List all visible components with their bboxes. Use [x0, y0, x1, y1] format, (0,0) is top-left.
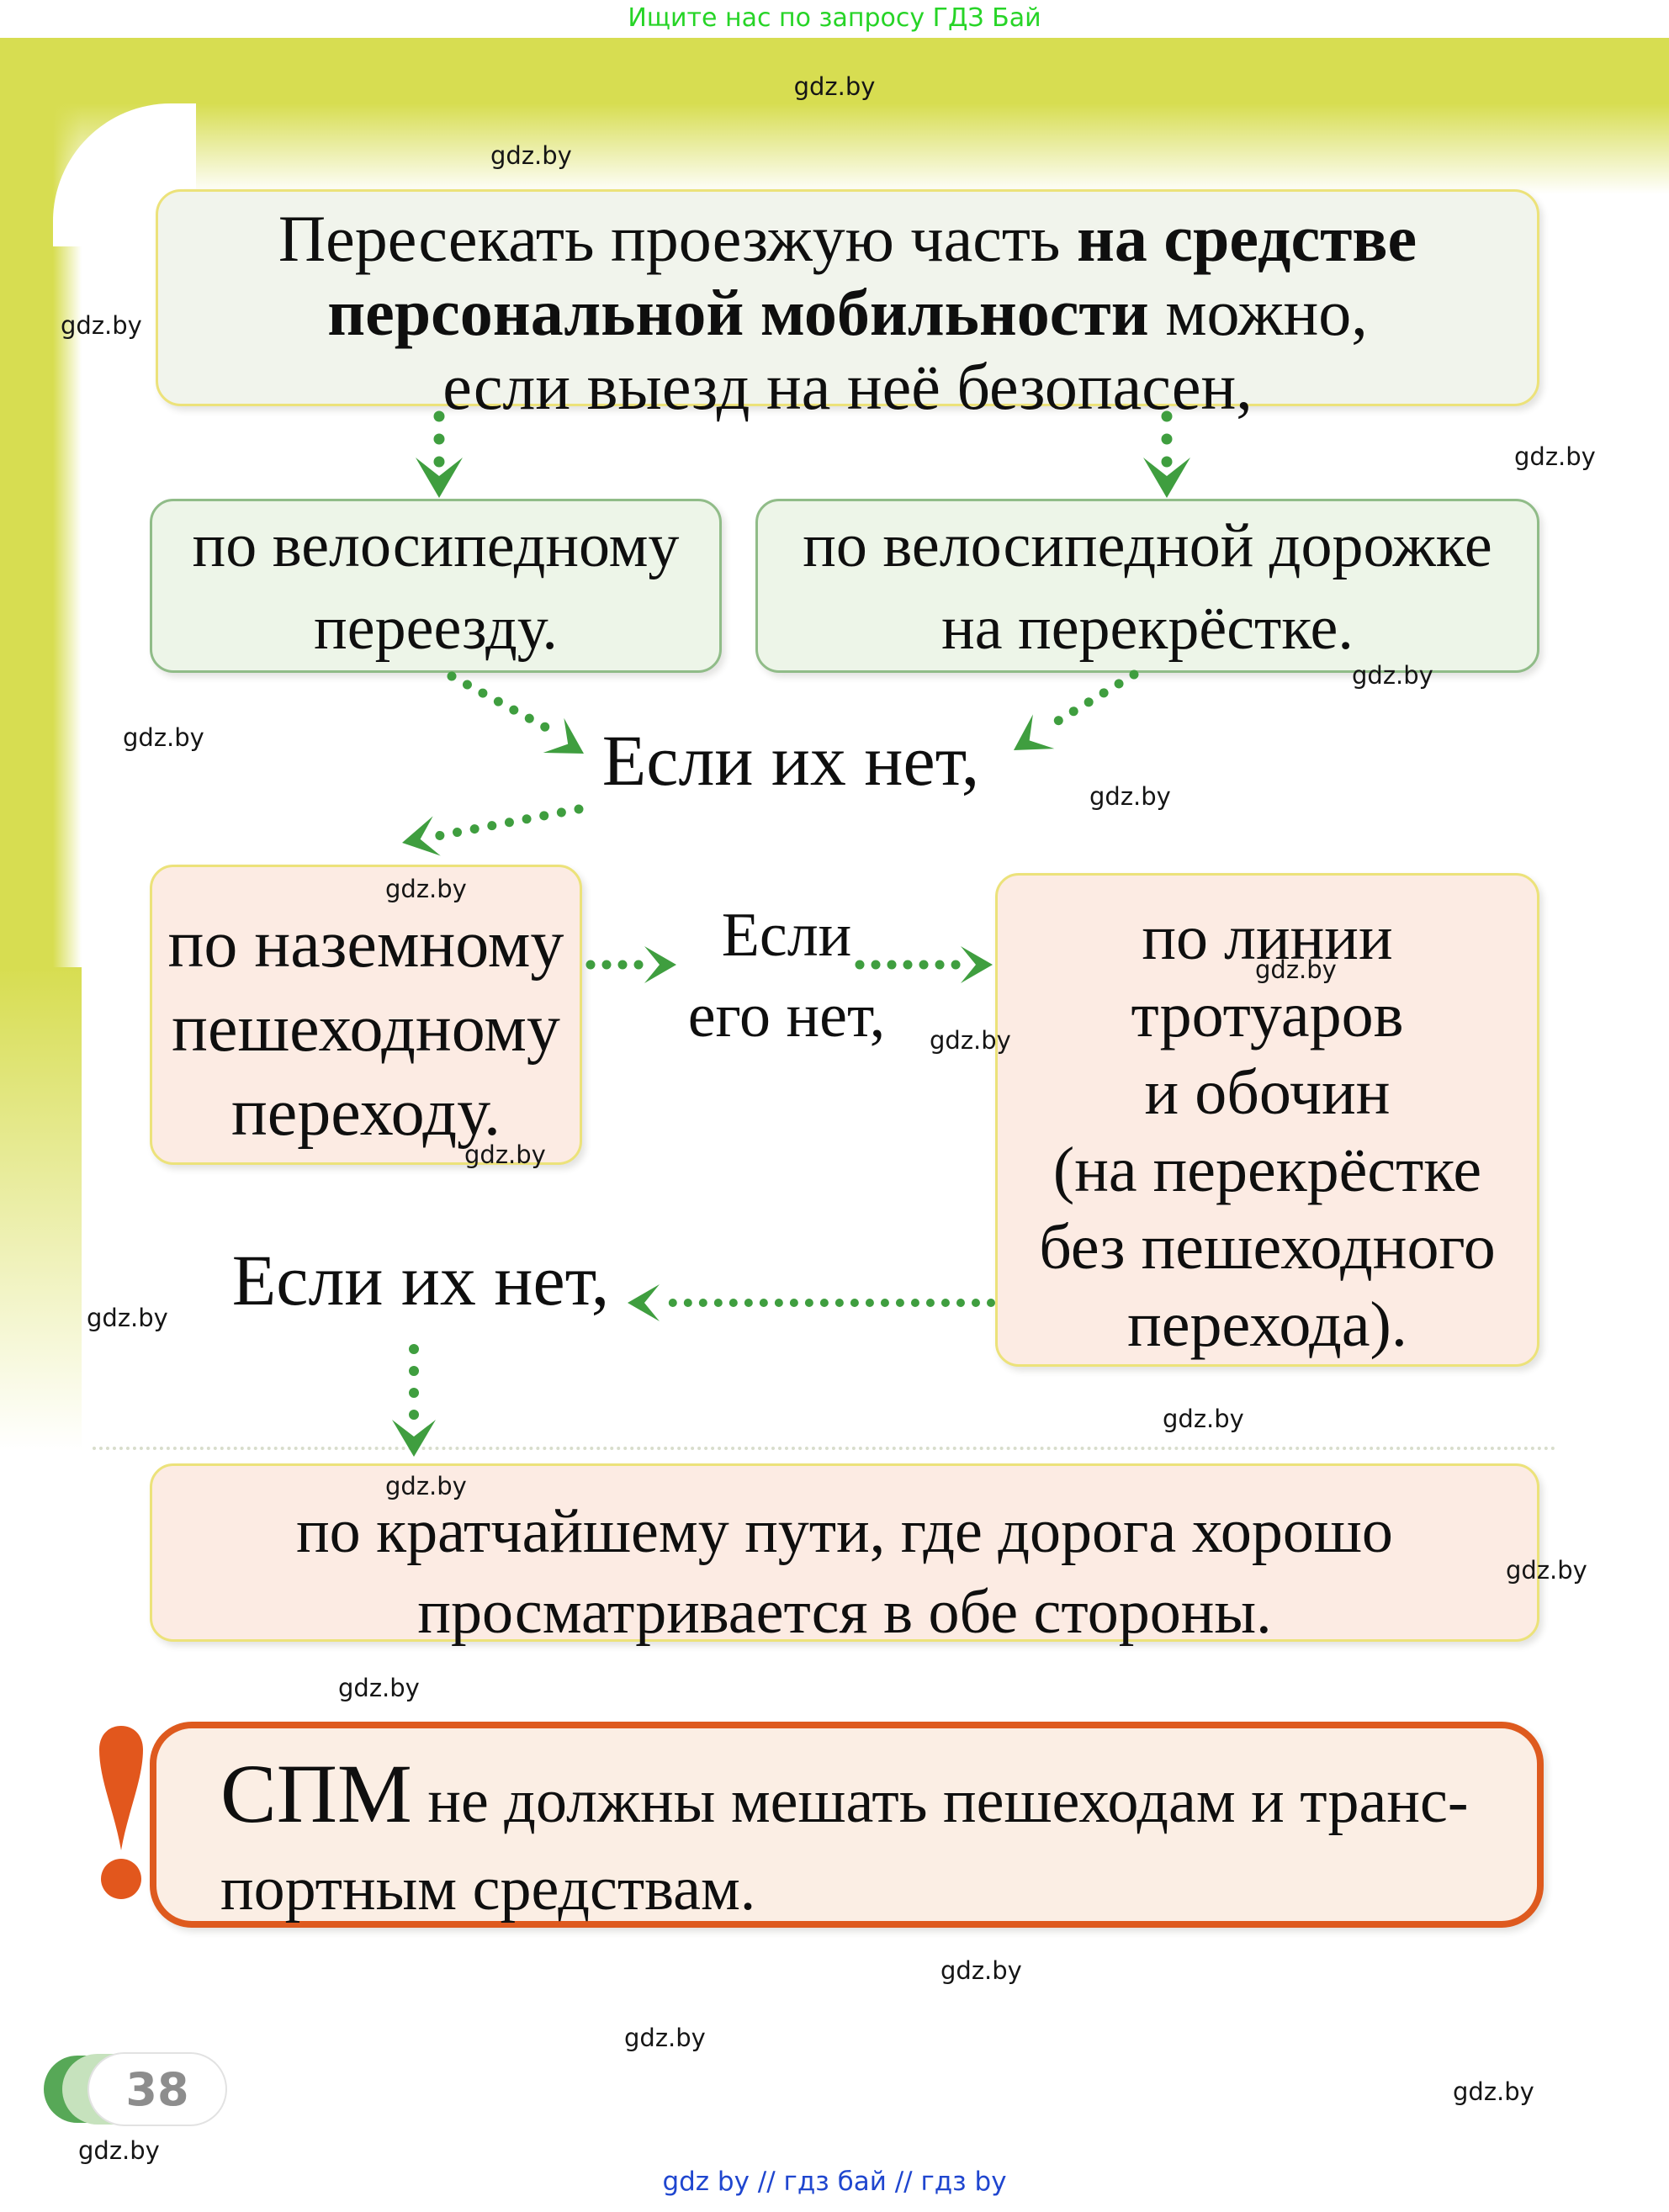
watermark-gdzby: gdz.by [385, 1472, 467, 1500]
title-line-3: если выезд на неё безопасен, [442, 350, 1253, 423]
warning-line-1: СПМ не должны мешать пешеходам и транс- [220, 1747, 1469, 1840]
label-if-absent: Если его нет, [687, 901, 886, 1050]
title-line-2: персональной мобильности можно, [327, 276, 1368, 349]
left-yellow-strip-bottom-fade [0, 967, 82, 1451]
flow-box-bike-crossing: по велосипедному переезду. [150, 499, 722, 673]
watermark-gdzby: gdz.by [338, 1674, 420, 1702]
watermark-gdzby: gdz.by [1255, 955, 1337, 984]
page-number-badge: 38 [44, 2052, 227, 2126]
warning-abbr: СПМ [220, 1747, 412, 1840]
watermark-gdzby: gdz.by [624, 2024, 706, 2052]
watermark-gdzby: gdz.by [1514, 442, 1596, 471]
top-yellow-band-fade [0, 103, 1669, 194]
watermark-gdzby: gdz.by [1453, 2077, 1534, 2106]
separator-dotted-line [93, 1447, 1556, 1450]
watermark-gdzby: gdz.by [793, 72, 876, 101]
watermark-gdzby: gdz.by [1352, 661, 1433, 690]
watermark-gdzby: gdz.by [78, 2136, 160, 2165]
promo-banner: Ищите нас по запросу ГДЗ Бай [628, 3, 1041, 33]
footer-links[interactable]: gdz by // гдз бай // гдз by [662, 2167, 1007, 2197]
flow-box-shortest-path: по кратчайшему пути, где дорога хорошо п… [150, 1463, 1539, 1647]
page-number: 38 [87, 2052, 227, 2126]
flow-box-bike-path: по велосипедной дорожке на перекрёстке. [755, 499, 1539, 673]
watermark-gdzby: gdz.by [123, 723, 204, 752]
watermark-gdzby: gdz.by [940, 1956, 1022, 1985]
watermark-gdzby: gdz.by [464, 1140, 546, 1169]
watermark-gdzby: gdz.by [61, 311, 142, 340]
flow-box-sidewalk-line: по линии тротуаров и обочин (на перекрёс… [995, 873, 1539, 1367]
label-if-none-1: Если их нет, [601, 720, 980, 801]
watermark-gdzby: gdz.by [930, 1026, 1011, 1055]
top-yellow-band [0, 38, 1669, 103]
warning-box: СПМ не должны мешать пешеходам и транс- … [150, 1722, 1544, 1928]
watermark-gdzby: gdz.by [1163, 1405, 1244, 1433]
warning-line-2: портным средствам. [220, 1855, 756, 1924]
flow-box-title: Пересекать проезжую часть на средстве пе… [156, 189, 1539, 423]
flow-box-crosswalk: по наземному пешеходному переходу. [150, 865, 582, 1165]
watermark-gdzby: gdz.by [1089, 782, 1171, 811]
title-line-1: Пересекать проезжую часть на средстве [278, 202, 1417, 275]
exclamation-icon [99, 1726, 143, 1899]
label-if-none-2: Если их нет, [231, 1240, 610, 1320]
left-yellow-strip [0, 38, 53, 971]
watermark-gdzby: gdz.by [490, 141, 572, 170]
watermark-gdzby: gdz.by [385, 875, 467, 903]
watermark-gdzby: gdz.by [1506, 1556, 1587, 1585]
watermark-gdzby: gdz.by [87, 1304, 168, 1332]
